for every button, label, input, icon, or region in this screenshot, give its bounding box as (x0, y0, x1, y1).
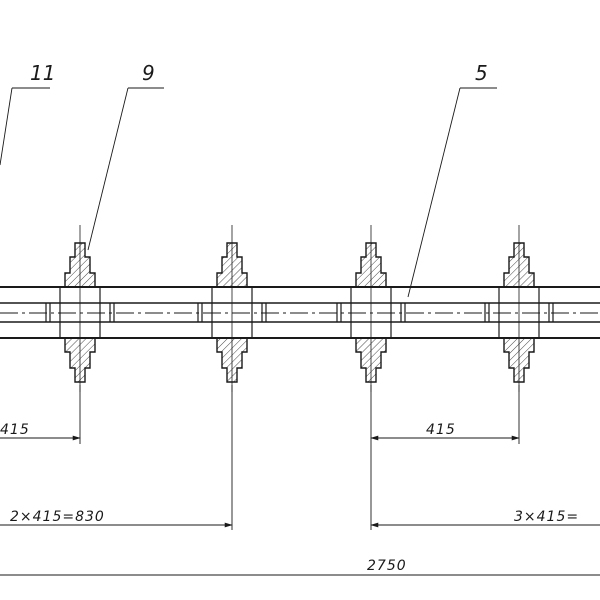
callout-5: 5 (475, 61, 488, 85)
leader-5-line (407, 87, 461, 298)
leader-11-line (0, 87, 13, 166)
flange-plate (211, 286, 253, 339)
callout-11: 11 (30, 61, 55, 85)
dim-span-left: 2×415=830 (10, 509, 105, 525)
dim-pitch-right: 415 (426, 422, 456, 438)
flange-plate (59, 286, 101, 339)
flange-group (484, 225, 554, 392)
extension-lines (79, 385, 520, 530)
flange-plate (350, 286, 392, 339)
dimension-lines (0, 435, 600, 576)
flange-group (336, 225, 406, 392)
dim-overall: 2750 (367, 558, 407, 574)
dim-span-right: 3×415= (514, 509, 579, 525)
flange-plate (498, 286, 540, 339)
dim-pitch-left: 415 (0, 422, 30, 438)
leader-9-line (87, 87, 129, 251)
flange-group (45, 225, 115, 392)
callout-9: 9 (142, 61, 155, 85)
flange-groups (45, 225, 554, 392)
callout-leaders (0, 87, 497, 298)
flange-group (197, 225, 267, 392)
beam-assembly (0, 286, 600, 339)
